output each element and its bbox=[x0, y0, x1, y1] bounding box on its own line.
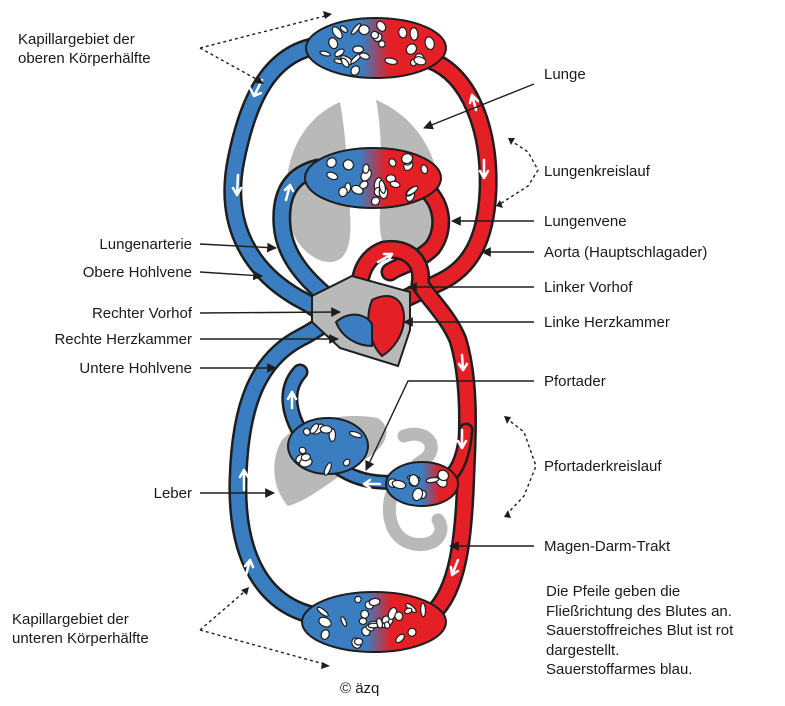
note-line: Sauerstoffarmes blau. bbox=[546, 660, 733, 680]
label-capillary-lower: Kapillargebiet der unteren Körperhälfte bbox=[12, 610, 149, 648]
label-portal-vein: Pfortader bbox=[544, 372, 606, 391]
label-inferior-vena-cava: Untere Hohlvene bbox=[79, 359, 192, 378]
note-line: Sauerstoffreiches Blut ist rot bbox=[546, 621, 733, 641]
label-left-ventricle: Linke Herzkammer bbox=[544, 313, 670, 332]
capillary-hole bbox=[353, 46, 364, 53]
capillary-lower-body bbox=[302, 592, 446, 652]
heart bbox=[312, 276, 410, 366]
label-left-atrium: Linker Vorhof bbox=[544, 278, 632, 297]
capillary-hole bbox=[410, 27, 419, 40]
label-gi-tract: Magen-Darm-Trakt bbox=[544, 537, 670, 556]
capillary-hole bbox=[362, 164, 369, 174]
bracket-pulmonary-circuit bbox=[500, 140, 538, 204]
label-lung: Lunge bbox=[544, 65, 586, 84]
label-right-atrium: Rechter Vorhof bbox=[92, 304, 192, 323]
label-pulmonary-vein: Lungenvene bbox=[544, 212, 627, 231]
label-aorta: Aorta (Hauptschlagader) bbox=[544, 243, 707, 262]
bracket-portal-circuit bbox=[506, 418, 536, 515]
leader-right-atrium bbox=[200, 312, 340, 313]
capillary-hole bbox=[359, 618, 367, 625]
capillary-gi-tract bbox=[386, 462, 458, 506]
capillary-hole bbox=[420, 603, 426, 617]
label-pulmonary-circuit: Lungenkreislauf bbox=[544, 162, 650, 181]
label-superior-vena-cava: Obere Hohlvene bbox=[83, 263, 192, 282]
label-capillary-upper-line-2: oberen Körperhälfte bbox=[18, 49, 151, 68]
label-capillary-upper-line-1: Kapillargebiet der bbox=[18, 30, 151, 49]
note-line: dargestellt. bbox=[546, 641, 733, 661]
capillary-upper-body bbox=[306, 18, 446, 78]
label-capillary-lower-line-1: Kapillargebiet der bbox=[12, 610, 149, 629]
label-right-ventricle: Rechte Herzkammer bbox=[54, 330, 192, 349]
note-line: Die Pfeile geben die bbox=[546, 582, 733, 602]
capillary-hole bbox=[354, 638, 362, 645]
capillary-lung bbox=[305, 148, 441, 208]
capillary-hole bbox=[320, 425, 332, 433]
copyright: © äzq bbox=[340, 680, 379, 698]
label-pulmonary-artery: Lungenarterie bbox=[99, 235, 192, 254]
note-line: Fließrichtung des Blutes an. bbox=[546, 602, 733, 622]
explanation-note: Die Pfeile geben die Fließrichtung des B… bbox=[546, 582, 733, 680]
label-capillary-lower-line-2: unteren Körperhälfte bbox=[12, 629, 149, 648]
label-portal-circuit: Pfortaderkreislauf bbox=[544, 457, 662, 476]
label-capillary-upper: Kapillargebiet der oberen Körperhälfte bbox=[18, 30, 151, 68]
leader-portal-vein bbox=[366, 381, 534, 470]
label-liver: Leber bbox=[154, 484, 192, 503]
capillary-hole bbox=[361, 610, 369, 619]
